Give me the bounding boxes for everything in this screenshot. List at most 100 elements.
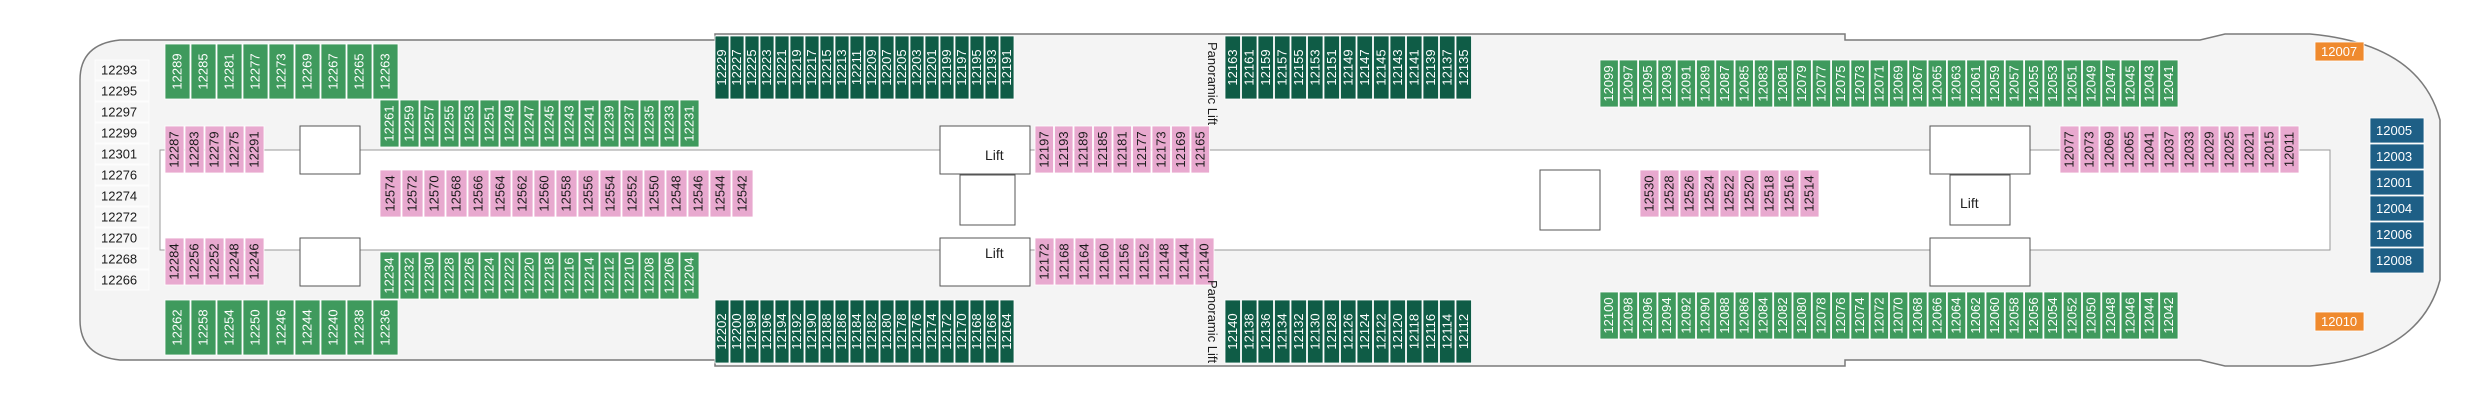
cabin-12217[interactable] — [804, 35, 820, 100]
cabin-12192[interactable] — [789, 299, 805, 364]
cabin-12205[interactable] — [894, 35, 910, 100]
cabin-12197[interactable] — [954, 35, 970, 100]
cabin-12221[interactable] — [774, 35, 790, 100]
cabin-12073[interactable] — [1850, 59, 1870, 108]
cabin-12152[interactable] — [1134, 237, 1155, 286]
cabin-12164[interactable] — [1074, 237, 1095, 286]
cabin-12097[interactable] — [1618, 59, 1639, 108]
cabin-12234[interactable] — [379, 251, 400, 300]
cabin-12058[interactable] — [2004, 291, 2025, 340]
cabin-12230[interactable] — [419, 251, 440, 300]
cabin-12087[interactable] — [1715, 59, 1735, 108]
cabin-12143[interactable] — [1389, 35, 1406, 100]
cabin-12190[interactable] — [804, 299, 820, 364]
cabin-12240[interactable] — [320, 299, 347, 356]
cabin-12226[interactable] — [459, 251, 480, 300]
cabin-12270[interactable] — [94, 227, 150, 249]
cabin-12041[interactable] — [2159, 59, 2179, 108]
cabin-12283[interactable] — [184, 125, 205, 174]
cabin-12266[interactable] — [94, 269, 150, 291]
cabin-12149[interactable] — [1340, 35, 1357, 100]
cabin-12550[interactable] — [643, 169, 666, 218]
cabin-12086[interactable] — [1734, 291, 1754, 340]
cabin-12570[interactable] — [423, 169, 446, 218]
cabin-12003[interactable] — [2369, 143, 2425, 170]
cabin-12177[interactable] — [1132, 125, 1152, 174]
cabin-12287[interactable] — [164, 125, 185, 174]
cabin-12267[interactable] — [320, 43, 347, 100]
cabin-12021[interactable] — [2239, 125, 2260, 174]
cabin-12206[interactable] — [659, 251, 680, 300]
cabin-12572[interactable] — [401, 169, 424, 218]
cabin-12122[interactable] — [1373, 299, 1390, 364]
cabin-12574[interactable] — [379, 169, 402, 218]
cabin-12246[interactable] — [244, 237, 265, 286]
cabin-12068[interactable] — [1908, 291, 1928, 340]
cabin-12073[interactable] — [2079, 125, 2100, 174]
cabin-12195[interactable] — [969, 35, 985, 100]
cabin-12069[interactable] — [1889, 59, 1909, 108]
cabin-12218[interactable] — [539, 251, 560, 300]
cabin-12139[interactable] — [1422, 35, 1439, 100]
cabin-12050[interactable] — [2082, 291, 2102, 340]
cabin-12261[interactable] — [379, 99, 400, 148]
cabin-12247[interactable] — [519, 99, 540, 148]
cabin-12078[interactable] — [1811, 291, 1832, 340]
cabin-12118[interactable] — [1406, 299, 1423, 364]
cabin-12075[interactable] — [1831, 59, 1851, 108]
cabin-12059[interactable] — [1985, 59, 2005, 108]
cabin-12201[interactable] — [924, 35, 940, 100]
cabin-12214[interactable] — [579, 251, 600, 300]
cabin-12065[interactable] — [1927, 59, 1947, 108]
cabin-12045[interactable] — [2120, 59, 2140, 108]
cabin-12229[interactable] — [714, 35, 730, 100]
cabin-12140[interactable] — [1224, 299, 1241, 364]
cabin-12562[interactable] — [511, 169, 534, 218]
cabin-12062[interactable] — [1966, 291, 1986, 340]
cabin-12197[interactable] — [1034, 125, 1054, 174]
cabin-12079[interactable] — [1792, 59, 1812, 108]
cabin-12164[interactable] — [999, 299, 1015, 364]
cabin-12138[interactable] — [1241, 299, 1258, 364]
cabin-12070[interactable] — [1889, 291, 1909, 340]
cabin-12173[interactable] — [1151, 125, 1171, 174]
cabin-12275[interactable] — [224, 125, 245, 174]
cabin-12093[interactable] — [1657, 59, 1677, 108]
cabin-12132[interactable] — [1290, 299, 1307, 364]
cabin-12145[interactable] — [1373, 35, 1390, 100]
cabin-12301[interactable] — [94, 143, 150, 165]
cabin-12172[interactable] — [1034, 237, 1055, 286]
cabin-12212[interactable] — [599, 251, 620, 300]
cabin-12064[interactable] — [1947, 291, 1967, 340]
cabin-12165[interactable] — [1190, 125, 1210, 174]
cabin-12006[interactable] — [2369, 221, 2425, 248]
cabin-12295[interactable] — [94, 80, 150, 102]
cabin-12207[interactable] — [879, 35, 895, 100]
cabin-12042[interactable] — [2159, 291, 2179, 340]
cabin-12279[interactable] — [204, 125, 225, 174]
cabin-12526[interactable] — [1679, 169, 1700, 218]
cabin-12265[interactable] — [346, 43, 373, 100]
cabin-12243[interactable] — [559, 99, 580, 148]
cabin-12558[interactable] — [555, 169, 578, 218]
cabin-12051[interactable] — [2062, 59, 2082, 108]
cabin-12241[interactable] — [579, 99, 600, 148]
cabin-12188[interactable] — [819, 299, 835, 364]
cabin-12004[interactable] — [2369, 195, 2425, 222]
cabin-12061[interactable] — [1966, 59, 1986, 108]
cabin-12077[interactable] — [2059, 125, 2080, 174]
cabin-12174[interactable] — [924, 299, 940, 364]
cabin-12233[interactable] — [659, 99, 680, 148]
cabin-12136[interactable] — [1257, 299, 1274, 364]
cabin-12228[interactable] — [439, 251, 460, 300]
cabin-12289[interactable] — [164, 43, 191, 100]
cabin-12076[interactable] — [1831, 291, 1851, 340]
cabin-12203[interactable] — [909, 35, 925, 100]
cabin-12056[interactable] — [2024, 291, 2044, 340]
cabin-12082[interactable] — [1773, 291, 1793, 340]
cabin-12178[interactable] — [894, 299, 910, 364]
cabin-12091[interactable] — [1676, 59, 1696, 108]
cabin-12153[interactable] — [1307, 35, 1324, 100]
cabin-12083[interactable] — [1754, 59, 1774, 108]
cabin-12046[interactable] — [2120, 291, 2140, 340]
